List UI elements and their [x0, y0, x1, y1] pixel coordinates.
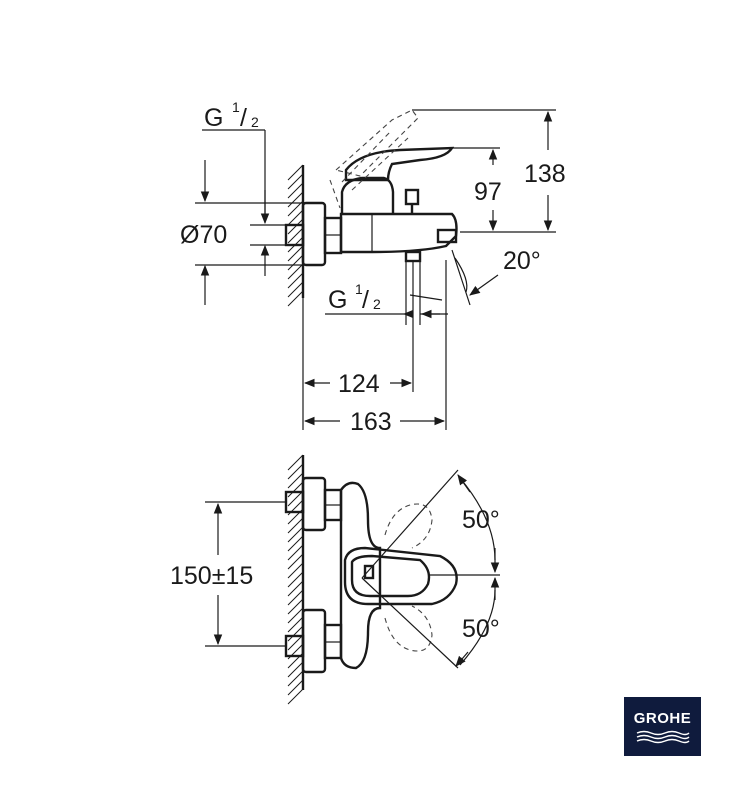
thread-slash-top: /: [240, 104, 247, 132]
wall-hatch-line: [287, 245, 304, 262]
wall-top: [287, 164, 305, 307]
wall-hatch-line: [287, 182, 304, 199]
lever-raised-outline: [329, 109, 419, 209]
wall-hatch-line: [287, 272, 304, 289]
wall-hatch-line: [287, 517, 304, 534]
spacing-label: 150±15: [170, 562, 253, 590]
angle-up-label: 50°: [462, 506, 500, 534]
thread-num-top: 1: [232, 99, 240, 115]
width-124-label: 124: [338, 370, 380, 398]
wall-hatch-line: [287, 490, 304, 507]
grohe-logo: GROHE: [624, 697, 701, 756]
wall-hatch-line: [287, 526, 304, 543]
height-138-label: 138: [524, 160, 566, 188]
angle-50-dims: [361, 469, 500, 669]
diameter-label: Ø70: [180, 221, 227, 249]
wall-hatch-line: [287, 209, 304, 226]
height-dims: [412, 109, 556, 233]
front-body: [339, 481, 458, 670]
front-connector-bottom: [284, 608, 343, 674]
wall-hatch-line: [287, 688, 304, 705]
front-view: 50° 50° 150±15: [170, 454, 500, 705]
wall-hatch-line: [287, 218, 304, 235]
wall-hatch-line: [287, 616, 304, 633]
thread-den-top: 2: [251, 114, 259, 130]
wall-hatch-line: [287, 227, 304, 244]
wall-hatch-line: [287, 472, 304, 489]
width-163-label: 163: [350, 408, 392, 436]
wall-hatch-line: [287, 535, 304, 552]
wall-hatch-line: [287, 670, 304, 687]
angle-20-dim: [451, 249, 499, 306]
wall-hatch-line: [287, 598, 304, 615]
angle-20-label: 20°: [503, 247, 541, 275]
thread-num-bottom: 1: [355, 281, 363, 297]
wall-hatch-line: [287, 173, 304, 190]
wall-hatch-line: [287, 481, 304, 498]
wall-hatch-line: [287, 254, 304, 271]
wall-connector: [284, 201, 343, 267]
wall-hatch-line: [287, 463, 304, 480]
mixer-body: [339, 146, 458, 325]
wall-hatch-line: [287, 281, 304, 298]
wall-hatch-line: [287, 553, 304, 570]
wall-hatch-line: [287, 580, 304, 597]
wall-hatch-line: [287, 191, 304, 208]
angle-down-label: 50°: [462, 615, 500, 643]
wall-hatch-line: [287, 634, 304, 651]
wall-hatch-line: [287, 625, 304, 642]
spacing-dim: [205, 501, 286, 647]
thread-dim-top: [202, 129, 266, 218]
thread-label-top: G: [204, 104, 223, 132]
wall-hatch-line: [287, 544, 304, 561]
waves-icon: [636, 730, 689, 743]
wall-hatch-line: [287, 454, 304, 471]
wall-hatch-line: [287, 164, 304, 181]
wall-hatch-line: [287, 661, 304, 678]
wall-hatch-line: [287, 679, 304, 696]
logo-text: GROHE: [633, 709, 692, 727]
wall-hatch-line: [287, 263, 304, 280]
thread-dim-bottom: [325, 262, 448, 325]
width-dims: [302, 260, 447, 430]
wall-hatch-line: [287, 571, 304, 588]
wall-hatch-line: [287, 290, 304, 307]
thread-slash-bottom: /: [362, 286, 369, 314]
side-view: G 1 / 2 Ø70 97 138: [180, 99, 566, 436]
front-connector-top: [284, 476, 343, 532]
wall-hatch-line: [287, 562, 304, 579]
thread-den-bottom: 2: [373, 296, 381, 312]
thread-label-bottom: G: [328, 286, 347, 314]
diameter-dim: [195, 160, 302, 305]
wall-hatch-line: [287, 607, 304, 624]
height-97-label: 97: [474, 178, 502, 206]
wall-hatch-line: [287, 589, 304, 606]
